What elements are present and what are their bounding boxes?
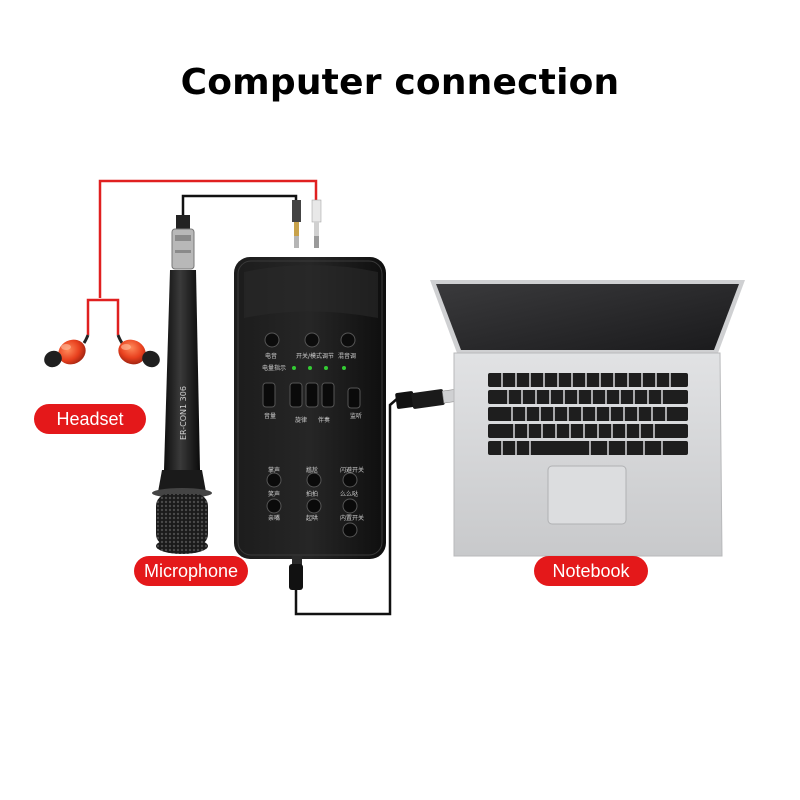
svg-text:内置开关: 内置开关 [340,514,364,522]
trackpad [547,465,627,525]
svg-text:掌声: 掌声 [268,466,280,474]
earbuds-icon [44,334,160,368]
page-title: Computer connection [180,62,620,103]
svg-text:闪避开关: 闪避开关 [340,466,364,474]
svg-text:旋律: 旋律 [295,416,307,424]
headset-cable [86,179,318,335]
svg-text:伴奏: 伴奏 [318,416,330,424]
effect-buttons [266,472,358,538]
keyboard [488,373,688,455]
handheld-microphone-icon: ER-CON1 306 [152,215,212,554]
svg-text:混音调: 混音调 [338,352,356,360]
svg-text:监听: 监听 [350,412,362,420]
laptop-icon [430,280,745,557]
usb-cable-icon [289,388,461,616]
notebook-label: Notebook [534,556,648,586]
mic-model-text: ER-CON1 306 [179,386,188,440]
microphone-label: Microphone [134,556,248,586]
headset-label: Headset [34,404,146,434]
svg-text:笑声: 笑声 [268,490,280,498]
audio-jacks [292,199,322,248]
svg-text:起哄: 起哄 [306,514,318,522]
svg-text:开关/模式调节: 开关/模式调节 [296,352,334,360]
svg-text:么么哒: 么么哒 [340,490,358,498]
microphone-cable [181,194,298,215]
svg-text:电音: 电音 [265,352,277,360]
sound-card-icon: 电音 开关/模式调节 混音调 电量指示 音量 旋律 伴奏 监听 [234,257,386,566]
svg-text:拍拍: 拍拍 [306,490,318,498]
svg-text:音量: 音量 [264,412,276,420]
svg-text:亲嘴: 亲嘴 [268,514,280,522]
svg-text:尴尬: 尴尬 [306,466,318,474]
svg-text:电量指示: 电量指示 [262,364,286,372]
slider-faders [262,382,361,409]
volume-knobs: 电音 开关/模式调节 混音调 电量指示 [262,332,356,372]
